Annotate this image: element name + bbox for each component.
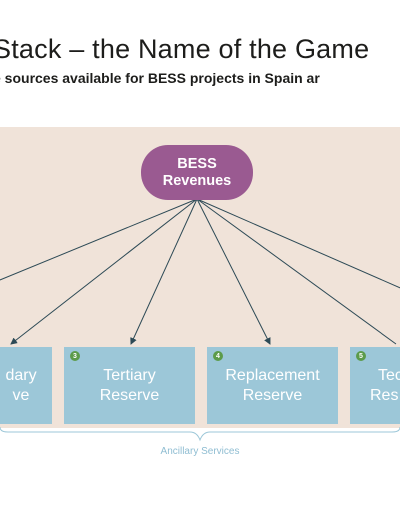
ancillary-services-bracket: [0, 426, 400, 442]
node-line2: Reserve: [99, 386, 160, 404]
node-replacement-reserve: 4 Replacement Reserve: [207, 347, 338, 424]
bess-revenues-node: BESS Revenues: [141, 145, 253, 200]
arrow-to-node-5: [196, 198, 397, 345]
node-line1: dary: [5, 366, 37, 384]
node-line1: Tec: [378, 366, 400, 384]
node-line1: Replacement: [225, 366, 320, 384]
number-badge: 3: [70, 351, 80, 361]
page-subtitle: e sources available for BESS projects in…: [0, 70, 320, 86]
node-line2: Reserve: [242, 386, 303, 404]
arrow-to-node-4: [196, 198, 271, 345]
arrow-to-node-1: [0, 198, 198, 281]
number-badge: 4: [213, 351, 223, 361]
node-technical-reserve: 5 Tec Res: [350, 347, 400, 424]
arrow-to-node-3: [130, 198, 198, 345]
arrow-to-node-6: [196, 198, 400, 289]
node-secondary-reserve: dary ve: [0, 347, 52, 424]
page-title: Stack – the Name of the Game: [0, 34, 370, 64]
node-tertiary-reserve: 3 Tertiary Reserve: [64, 347, 195, 424]
node-line1: Tertiary: [103, 366, 156, 384]
number-badge: 5: [356, 351, 366, 361]
root-node-line2: Revenues: [162, 172, 232, 189]
group-label-ancillary-services: Ancillary Services: [160, 446, 240, 457]
arrow-to-node-2: [10, 198, 198, 345]
node-line2: Res: [370, 386, 399, 404]
root-node-line1: BESS: [177, 155, 217, 172]
node-line2: ve: [12, 386, 30, 404]
